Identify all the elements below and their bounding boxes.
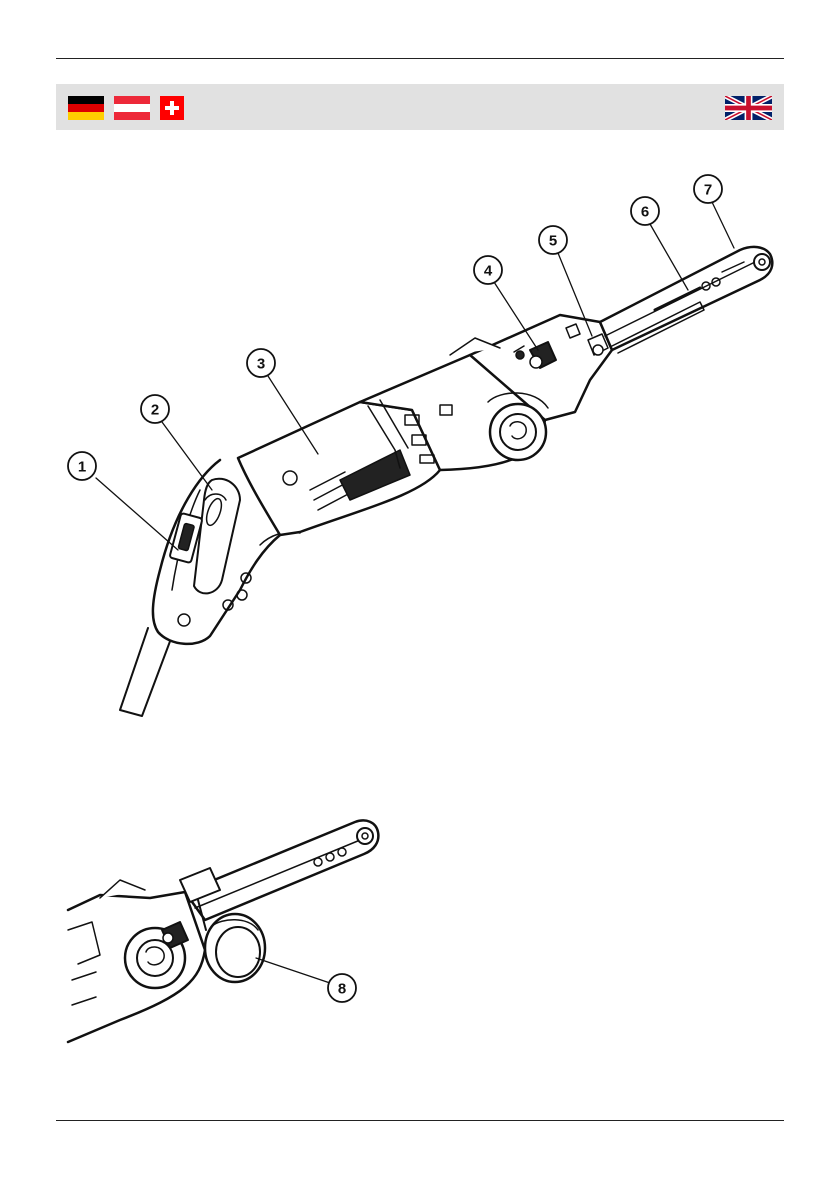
callout-1: 1 xyxy=(68,452,178,550)
callout-7: 7 xyxy=(694,175,734,248)
svg-text:3: 3 xyxy=(257,356,265,373)
callout-2: 2 xyxy=(141,395,212,490)
united-kingdom-flag-icon xyxy=(725,96,772,120)
austria-flag-icon xyxy=(114,96,150,120)
svg-text:6: 6 xyxy=(641,204,649,221)
callout-8: 8 xyxy=(256,958,356,1002)
language-flag-bar xyxy=(56,84,784,130)
callout-6: 6 xyxy=(631,197,688,290)
belt-sander-dust-adapter-illustration: 8 xyxy=(0,780,420,1060)
svg-text:7: 7 xyxy=(704,182,712,199)
svg-text:8: 8 xyxy=(338,981,346,998)
svg-text:1: 1 xyxy=(78,459,86,476)
header-rule xyxy=(56,58,784,59)
callout-4: 4 xyxy=(474,256,538,350)
belt-sander-illustration: 1 2 3 4 5 6 7 xyxy=(0,150,840,730)
switzerland-flag-icon xyxy=(160,96,184,120)
svg-text:4: 4 xyxy=(484,263,493,280)
germany-flag-icon xyxy=(68,96,104,120)
footer-rule xyxy=(56,1120,784,1121)
svg-text:5: 5 xyxy=(549,233,557,250)
svg-text:2: 2 xyxy=(151,402,159,419)
